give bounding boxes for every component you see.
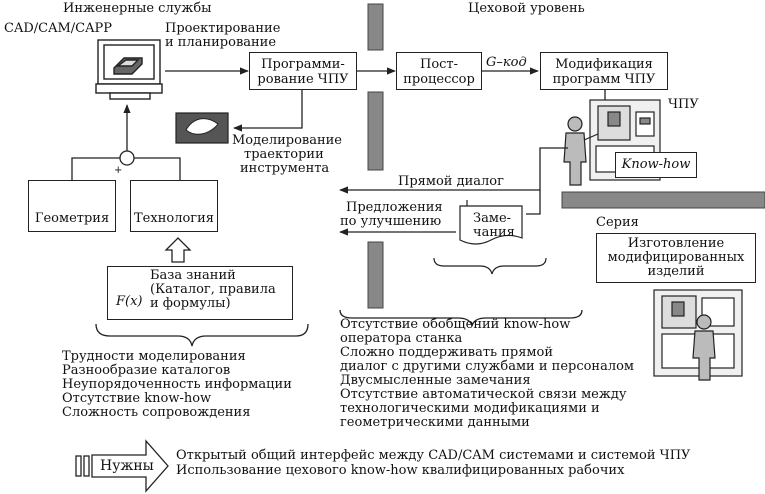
right-issue-item: геометрическими данными	[340, 415, 530, 430]
wall-segments	[367, 3, 384, 309]
plus-sign: +	[114, 165, 123, 176]
right-issue-item: Отсутствие обобщений know-how	[340, 317, 571, 332]
geometry-box: Геометрия	[28, 180, 116, 232]
gcode-label: G–код	[486, 55, 527, 70]
cnc-programming-line1: Программи-	[261, 57, 345, 72]
toolpath-line2: траектории	[244, 147, 324, 162]
cnc-label: ЧПУ	[668, 97, 699, 112]
formula-label: F(x)	[116, 294, 143, 309]
modification-line1: Модификация	[555, 57, 653, 72]
knowledge-base-line2: (Каталог, правила	[150, 282, 276, 297]
cnc-programming-line2: рование ЧПУ	[257, 72, 349, 87]
knowledge-base-line1: База знаний	[150, 268, 236, 283]
direct-dialog-label: Прямой диалог	[398, 174, 504, 189]
left-brace	[95, 323, 309, 347]
postprocessor-box: Пост- процессор	[396, 52, 482, 90]
needs-label: Нужны	[100, 458, 154, 474]
needs-item: Открытый общий интерфейс между CAD/CAM с…	[176, 448, 691, 463]
series-production-line1: Изготовление	[627, 236, 725, 251]
right-issue-item: Двусмысленные замечания	[340, 373, 531, 388]
left-issue-item: Разнообразие каталогов	[62, 363, 231, 378]
knowledge-base-box: F(x) База знаний (Каталог, правила и фор…	[107, 266, 293, 320]
series-label: Серия	[596, 215, 639, 230]
right-issue-item: диалог с другими службами и персоналом	[340, 359, 635, 374]
computer-icon	[95, 39, 163, 100]
left-issue-item: Сложность сопровождения	[62, 405, 251, 420]
cnc-programming-box: Программи- рование ЧПУ	[249, 52, 357, 90]
remarks-line1: Заме-	[473, 211, 512, 226]
postprocessor-line2: процессор	[403, 72, 475, 87]
remarks-line2: чания	[473, 225, 515, 240]
toolpath-line1: Моделирование	[232, 133, 342, 148]
engineering-services-title: Инженерные службы	[63, 1, 212, 16]
left-issue-item: Отсутствие know-how	[62, 391, 212, 406]
cad-label: CAD/CAM/CAPP	[4, 21, 112, 36]
right-issue-item: оператора станка	[340, 331, 463, 346]
improvements-line2: по улучшению	[340, 214, 442, 229]
right-issue-item: Сложно поддерживать прямой	[340, 345, 554, 360]
toolpath-line3: инструмента	[240, 161, 330, 176]
operator-icon	[563, 116, 599, 186]
left-issue-item: Неупорядоченность информации	[62, 377, 292, 392]
right-issue-item: Отсутствие автоматической связи между	[340, 387, 627, 402]
left-issues-list: Трудности моделирования Разнообразие кат…	[62, 350, 292, 420]
shop-level-title: Цеховой уровень	[468, 1, 585, 16]
knowledge-base-line3: и формулы)	[150, 296, 231, 311]
improvements-line1: Предложения	[346, 200, 443, 215]
modification-line2: программ ЧПУ	[552, 72, 656, 87]
needs-arrow-icon	[75, 439, 169, 493]
series-production-box: Изготовление модифицированных изделий	[596, 233, 756, 283]
right-brace	[339, 309, 583, 327]
needs-list: Открытый общий интерфейс между CAD/CAM с…	[176, 448, 690, 478]
geometry-label: Геометрия	[34, 211, 110, 226]
shop-floor-bar	[561, 191, 765, 209]
postprocessor-line1: Пост-	[419, 57, 459, 72]
right-issues-list: Отсутствие обобщений know-how оператора …	[340, 318, 634, 430]
modification-box: Модификация программ ЧПУ	[540, 52, 668, 90]
right-issue-item: технологическими модификациями и	[340, 401, 600, 416]
technology-label: Технология	[134, 211, 214, 226]
series-operator-icon	[692, 314, 716, 381]
hollow-up-arrow	[164, 237, 192, 263]
remarks-document	[459, 205, 523, 245]
knowhow-box: Know-how	[615, 152, 697, 178]
needs-item: Использование цехового know-how квалифиц…	[176, 463, 625, 478]
series-production-line2: модифицированных	[607, 250, 745, 265]
series-production-line3: изделий	[647, 264, 705, 279]
left-issue-item: Трудности моделирования	[62, 349, 246, 364]
toolpath-icon	[175, 112, 229, 144]
technology-box: Технология	[130, 180, 218, 232]
planning-label-1: Проектирование	[165, 21, 281, 36]
planning-label-2: и планирование	[165, 35, 277, 50]
